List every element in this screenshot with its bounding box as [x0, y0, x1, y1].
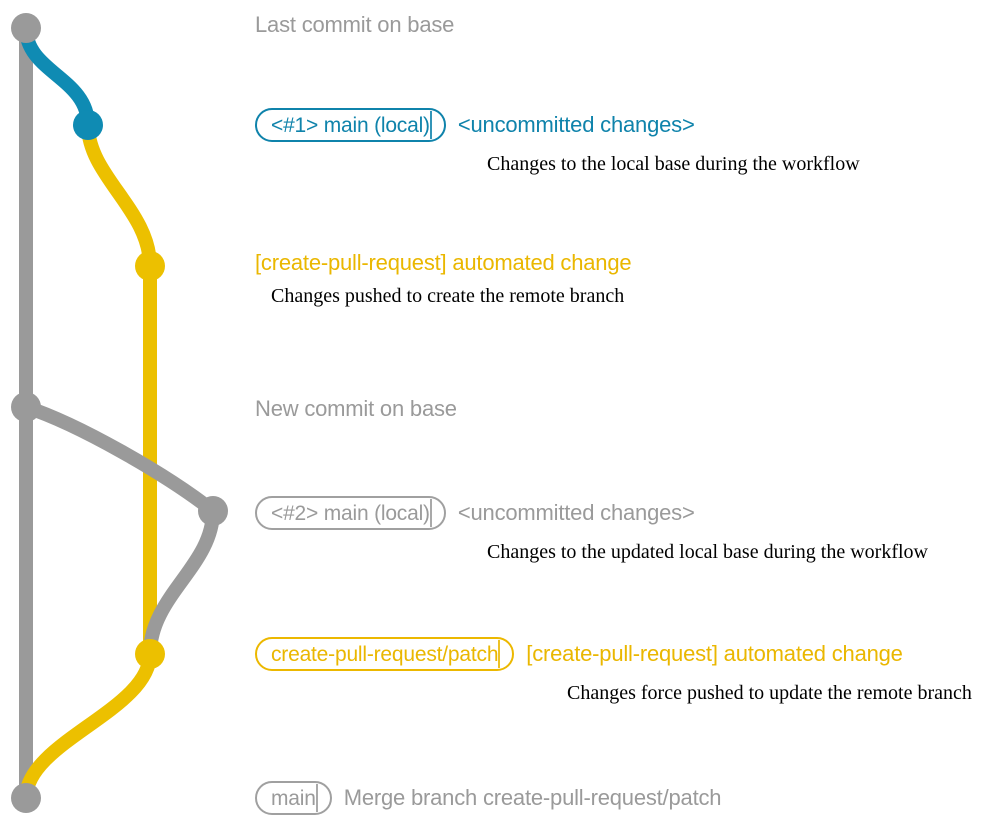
commit-subject-merge-branch: Merge branch create-pull-request/patch: [343, 785, 722, 810]
commit-row-main: <#1> main (local) <uncommitted changes>: [255, 108, 695, 142]
ref-pill-label: create-pull-request/patch: [271, 642, 499, 666]
graph-edge-blue-to-yellow1: [81, 118, 157, 273]
graph-edge-yellow2-to-merge: [19, 647, 157, 805]
commit-row-main: Last commit on base: [255, 14, 454, 36]
commit-subject-create-pull-request-automated-change-1: [create-pull-request] automated change: [255, 250, 632, 275]
commit-row-local-main-2: <#2> main (local) <uncommitted changes> Ch…: [255, 496, 928, 562]
commit-subject-new-commit-on-base: New commit on base: [255, 396, 457, 421]
ref-pill-create-pull-request-automated-change-2[interactable]: create-pull-request/patch: [255, 637, 515, 671]
commit-row-main: <#2> main (local) <uncommitted changes>: [255, 496, 695, 530]
commit-node-blue-commit[interactable]: <#1> main (local): [73, 110, 103, 140]
graph-edge-base-to-blue: [19, 21, 95, 132]
ref-pill-label: <#2> main (local): [271, 501, 430, 525]
graph-edges: [19, 21, 220, 805]
commit-row-main: New commit on base: [255, 398, 457, 420]
commit-node-yellow-commit-1[interactable]: [create-pull-request] automated change: [135, 251, 165, 281]
commit-row-merge-branch: main Merge branch create-pull-request/pat…: [255, 781, 722, 815]
commit-note-local-main-1: Changes to the local base during the wor…: [487, 153, 860, 175]
commit-node-base-head[interactable]: Last commit on base: [11, 13, 41, 43]
commit-row-local-main-1: <#1> main (local) <uncommitted changes> Ch…: [255, 108, 860, 174]
ref-pill-local-main-2[interactable]: <#2> main (local): [255, 496, 446, 530]
commit-row-last-commit-on-base: Last commit on base: [255, 14, 454, 36]
commit-row-create-pull-request-automated-change-2: create-pull-request/patch [create-pull-re…: [255, 637, 972, 703]
graph-nodes: Last commit on base <#1> main (local) [cre…: [11, 13, 228, 813]
graph-edge-gray2-to-yellow2: [143, 504, 220, 661]
commit-note-create-pull-request-automated-change-1: Changes pushed to create the remote bran…: [271, 285, 625, 307]
ref-pill-label: main: [271, 786, 316, 810]
ref-pill-local-main-1[interactable]: <#1> main (local): [255, 108, 446, 142]
commit-node-yellow-commit-2[interactable]: create-pull-request/patch: [135, 639, 165, 669]
commit-row-new-commit-on-base: New commit on base: [255, 398, 457, 420]
commit-subject-local-main-2: <uncommitted changes>: [457, 500, 695, 525]
commit-node-gray-commit-2[interactable]: <#2> main (local): [198, 496, 228, 526]
commit-note-local-main-2: Changes to the updated local base during…: [487, 541, 928, 563]
commit-note-create-pull-request-automated-change-2: Changes force pushed to update the remot…: [567, 682, 972, 704]
commit-subject-local-main-1: <uncommitted changes>: [457, 112, 695, 137]
commit-row-main: main Merge branch create-pull-request/pat…: [255, 781, 722, 815]
commit-subject-create-pull-request-automated-change-2: [create-pull-request] automated change: [526, 641, 903, 666]
graph-edge-base-new-to-gray2: [19, 400, 220, 518]
commit-subject-last-commit-on-base: Last commit on base: [255, 12, 455, 37]
commit-node-base-new-commit[interactable]: New commit on base: [11, 392, 41, 422]
commit-node-merge-commit[interactable]: main merge commit: [11, 783, 41, 813]
ref-pill-merge-branch[interactable]: main: [255, 781, 332, 815]
ref-pill-label: <#1> main (local): [271, 113, 430, 137]
commit-row-main: create-pull-request/patch [create-pull-re…: [255, 637, 903, 671]
commit-row-main: [create-pull-request] automated change: [255, 250, 632, 275]
